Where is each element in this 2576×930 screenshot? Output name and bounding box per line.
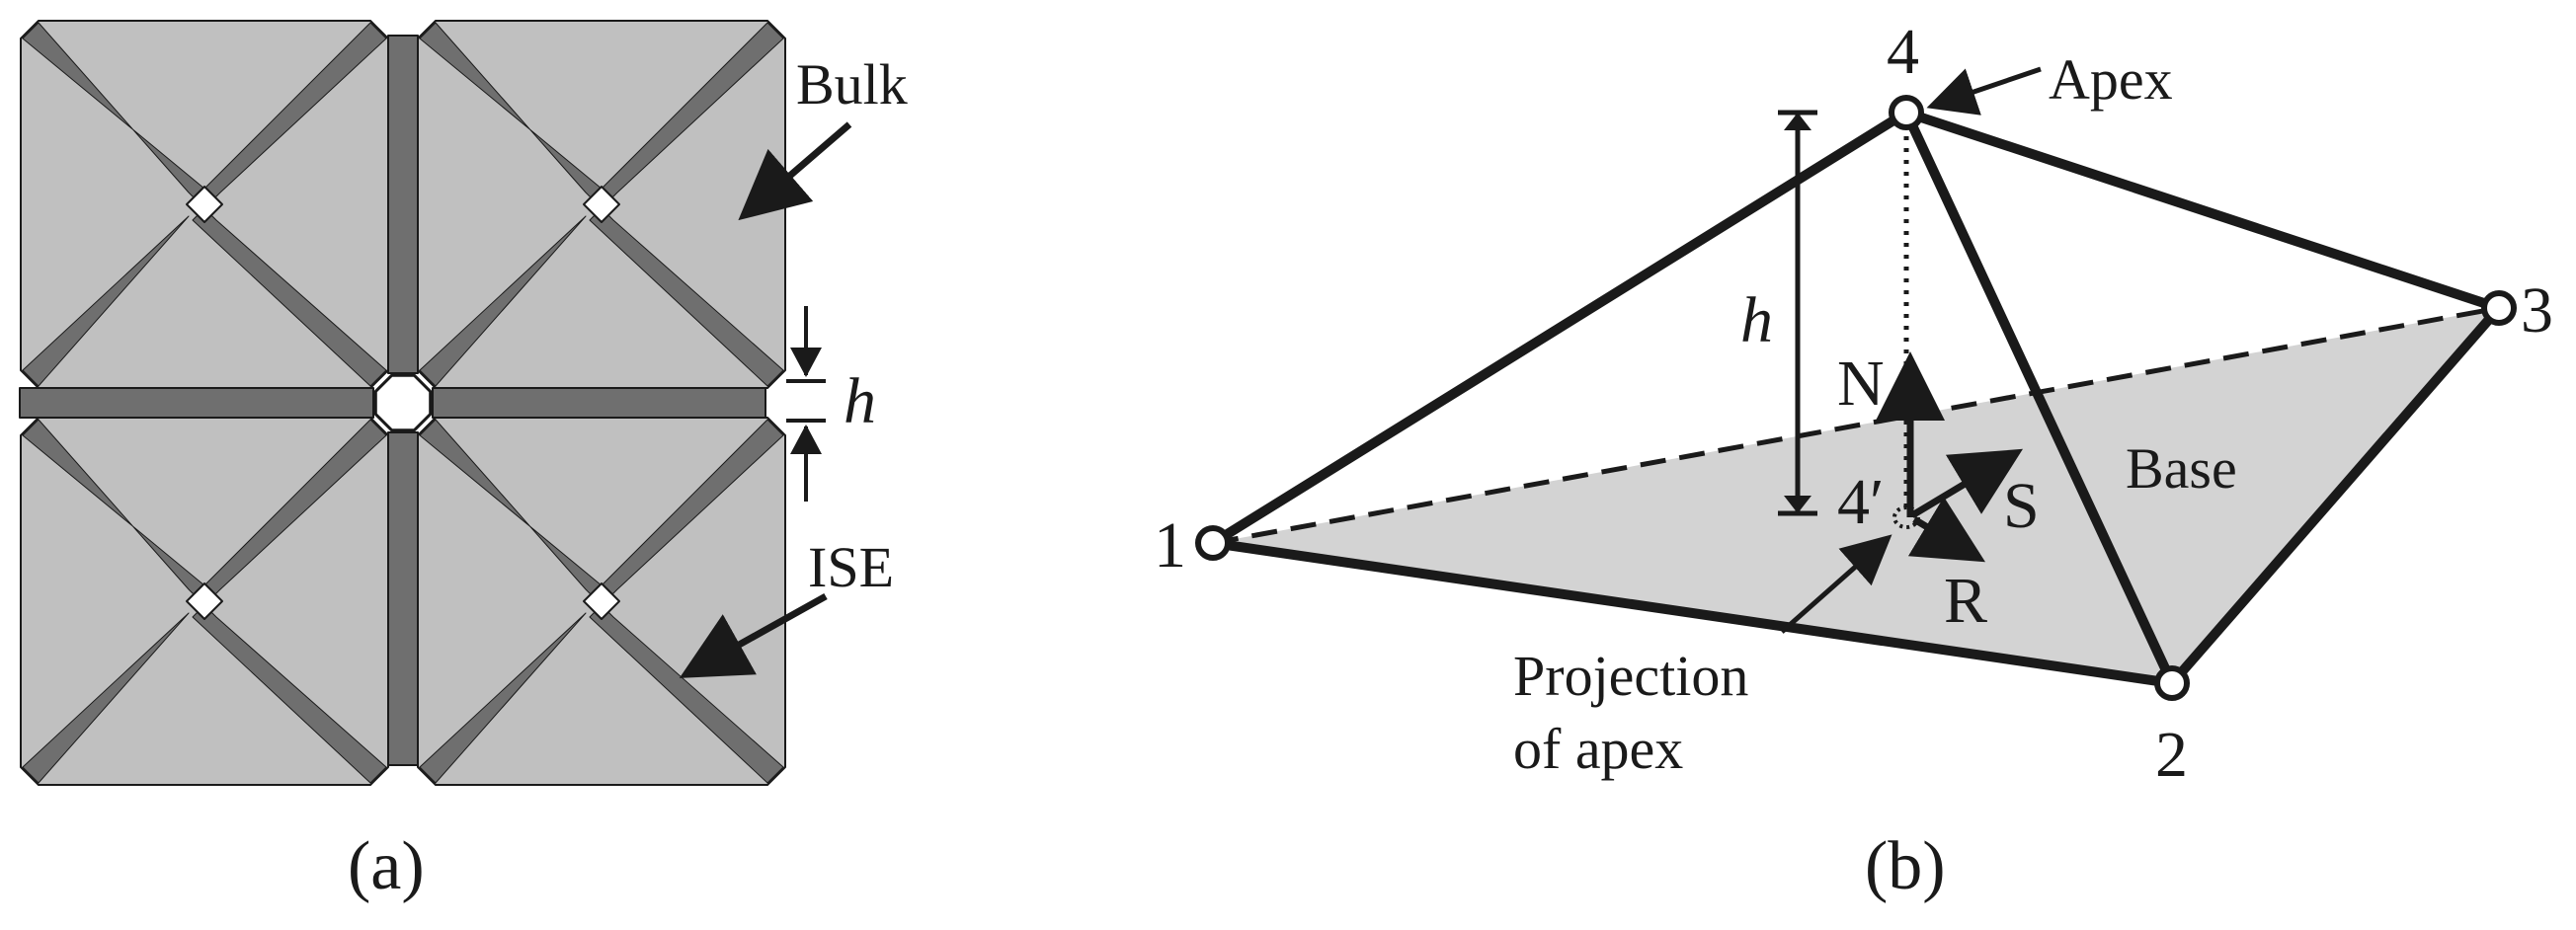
label-bulk: Bulk [796,52,908,116]
label-node-1: 1 [1154,509,1186,581]
label-apex: Apex [2049,47,2173,112]
arrow-ise [679,592,828,678]
node-1-marker [1195,525,1231,561]
label-node-3: 3 [2521,274,2553,347]
ise-horizontal-right [432,387,766,419]
panel-b: h N S R 4′ Projection of apex Apex Base … [1154,16,2553,904]
node-4-marker [1889,95,1924,130]
ise-diagonal-wedge [419,612,587,784]
label-axis-n: N [1837,348,1885,420]
visible-edges [1208,108,2504,688]
label-base: Base [2126,436,2237,501]
center-void [373,373,433,432]
label-node-4: 4 [1887,16,1919,88]
arrow-projection [1780,534,1892,634]
dimension-h-a [786,306,826,502]
ise-horizontal-left [19,387,374,419]
caption-a: (a) [348,828,425,904]
label-projection-line1: Projection [1513,644,1748,708]
ise-diagonal-wedge [22,612,190,784]
label-node-4-prime: 4′ [1837,466,1884,538]
node-void [583,582,620,620]
label-h-a: h [844,365,876,437]
mesh [19,20,786,786]
ise-diagonal-wedge [22,215,190,387]
label-h-b: h [1740,284,1773,356]
node-markers [1195,95,2517,701]
caption-b: (b) [1865,828,1946,904]
node-2-marker [2154,665,2190,701]
edge-1-3-hidden [1212,305,2500,546]
axis-r-arrow [1907,497,1986,563]
arrow-apex [1926,66,2042,116]
ise-vertical-top [387,35,419,374]
label-axis-r: R [1944,565,1987,637]
dimension-h-b [1778,110,1817,516]
ise-diagonal-wedge [419,215,587,387]
node-3-marker [2481,290,2517,326]
node-void [186,582,223,620]
node-void [186,186,223,223]
label-ise: ISE [808,535,894,599]
arrow-bulk [738,121,852,221]
label-node-2: 2 [2155,719,2188,791]
label-axis-s: S [2003,470,2040,542]
node-void [583,186,620,223]
panel-a: Bulk h ISE (a) [19,20,908,904]
label-projection-line2: of apex [1513,717,1683,781]
ise-vertical-bottom [387,431,419,766]
